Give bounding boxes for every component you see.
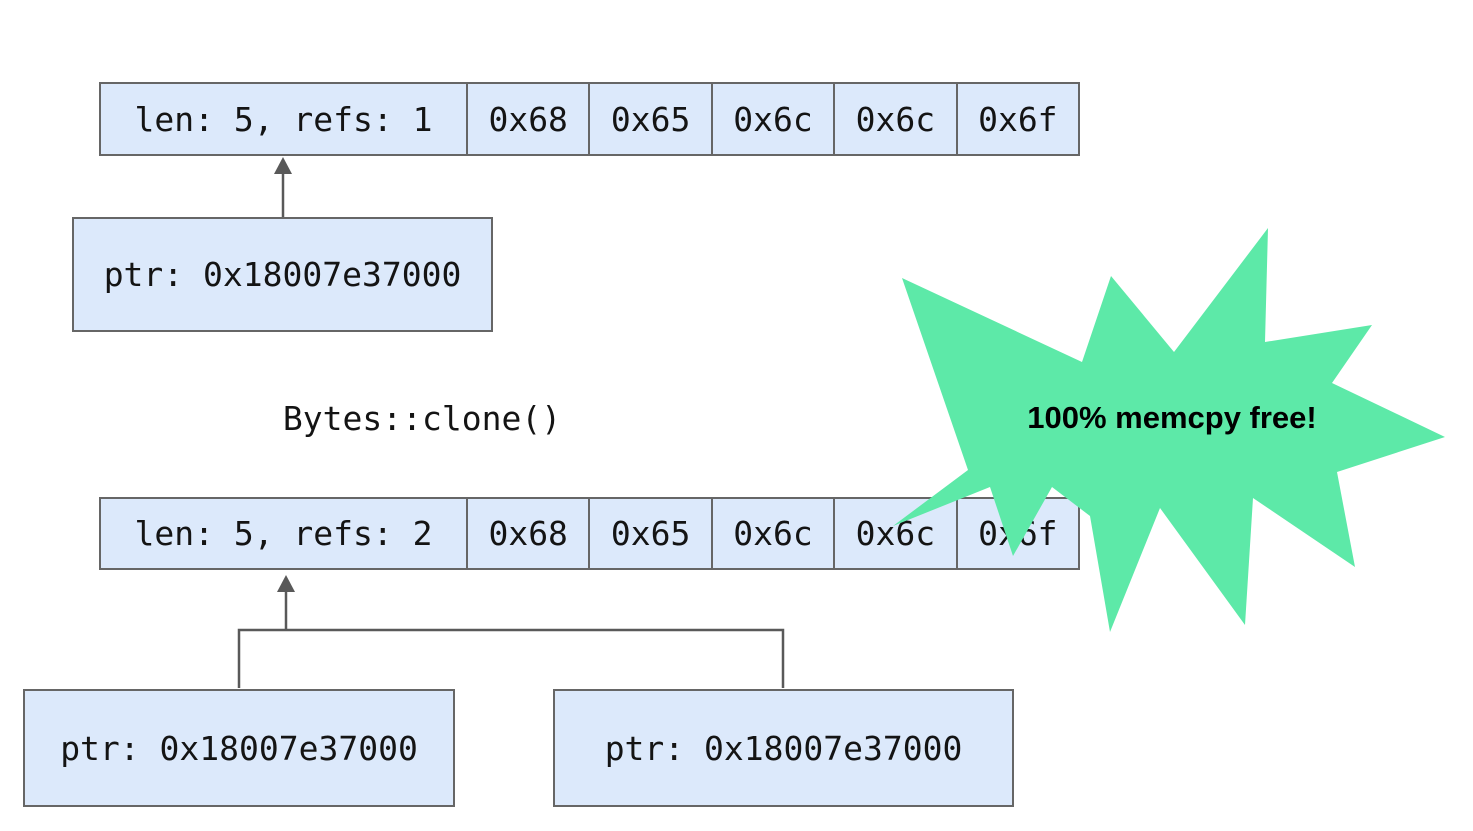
- byte-cell: 0x6c: [833, 497, 958, 570]
- arrow-up-icon: [274, 157, 292, 217]
- ptr-box-after-left: ptr: 0x18007e37000: [23, 689, 455, 807]
- byte-cell: 0x6f: [955, 82, 1081, 156]
- ptr-box-before: ptr: 0x18007e37000: [72, 217, 493, 332]
- clone-operation-label: Bytes::clone(): [282, 399, 562, 438]
- byte-cell: 0x6c: [833, 82, 958, 156]
- len-refs-cell: len: 5, refs: 2: [99, 497, 468, 570]
- byte-cell: 0x6c: [710, 82, 836, 156]
- arrow-up-icon: [277, 575, 295, 630]
- memory-row-after: len: 5, refs: 2 0x68 0x65 0x6c 0x6c 0x6f: [99, 497, 1081, 570]
- byte-cell: 0x68: [466, 497, 591, 570]
- connector-line: [237, 628, 785, 688]
- byte-cell: 0x65: [588, 497, 713, 570]
- ptr-box-after-right: ptr: 0x18007e37000: [553, 689, 1014, 807]
- byte-cell: 0x65: [588, 82, 713, 156]
- byte-cell: 0x6f: [955, 497, 1081, 570]
- memory-row-before: len: 5, refs: 1 0x68 0x65 0x6c 0x6c 0x6f: [99, 82, 1081, 156]
- len-refs-cell: len: 5, refs: 1: [99, 82, 468, 156]
- byte-cell: 0x68: [466, 82, 591, 156]
- memcpy-badge-label: 100% memcpy free!: [1027, 400, 1317, 435]
- byte-cell: 0x6c: [710, 497, 836, 570]
